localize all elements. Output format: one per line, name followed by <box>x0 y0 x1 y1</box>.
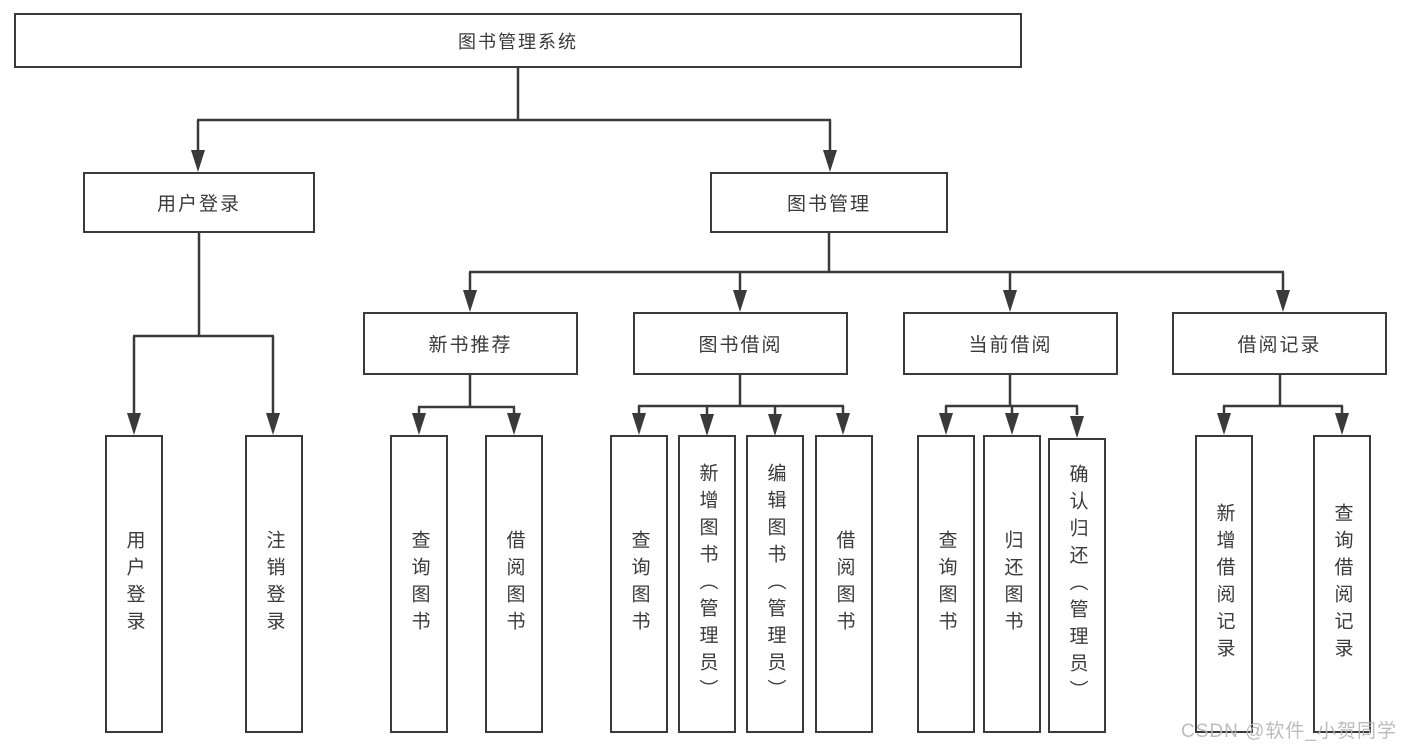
leaf-query-books-current: 查询图书 <box>917 435 975 733</box>
node-label: 新增图书（管理员） <box>696 462 718 706</box>
csdn-watermark: CSDN @软件_小贺同学 <box>1181 721 1397 742</box>
leaf-return-book: 归还图书 <box>983 435 1041 733</box>
leaf-borrow-books-recommend: 借阅图书 <box>485 435 543 733</box>
node-book-borrow: 图书借阅 <box>633 312 848 375</box>
leaf-add-book-admin: 新增图书（管理员） <box>678 435 736 733</box>
leaf-logout: 注销登录 <box>245 435 303 733</box>
node-label: 新增借阅记录 <box>1213 503 1235 665</box>
leaf-add-borrow-record: 新增借阅记录 <box>1195 435 1253 733</box>
node-label: 查询借阅记录 <box>1331 503 1353 665</box>
node-label: 注销登录 <box>263 530 285 638</box>
node-label: 借阅图书 <box>503 530 525 638</box>
leaf-edit-book-admin: 编辑图书（管理员） <box>746 435 804 733</box>
node-label: 查询图书 <box>935 530 957 638</box>
leaf-query-books-recommend: 查询图书 <box>390 435 448 733</box>
node-label: 归还图书 <box>1001 530 1023 638</box>
node-label: 当前借阅 <box>968 335 1053 356</box>
node-label: 图书管理系统 <box>458 31 578 52</box>
node-book-management: 图书管理 <box>710 172 948 233</box>
node-root-system: 图书管理系统 <box>14 13 1022 68</box>
node-label: 用户登录 <box>156 194 241 215</box>
leaf-borrow-books: 借阅图书 <box>815 435 873 733</box>
node-label: 借阅图书 <box>833 530 855 638</box>
node-label: 查询图书 <box>628 530 650 638</box>
node-label: 用户登录 <box>123 530 145 638</box>
node-label: 确认归还（管理员） <box>1066 464 1088 707</box>
node-label: 借阅记录 <box>1237 335 1322 356</box>
node-new-book-recommend: 新书推荐 <box>363 312 578 375</box>
node-user-login: 用户登录 <box>83 172 315 233</box>
leaf-confirm-return-admin: 确认归还（管理员） <box>1048 438 1106 733</box>
leaf-user-login: 用户登录 <box>105 435 163 733</box>
node-borrow-records: 借阅记录 <box>1172 312 1387 375</box>
node-label: 图书借阅 <box>698 335 783 356</box>
node-label: 图书管理 <box>786 194 871 215</box>
node-label: 查询图书 <box>408 530 430 638</box>
leaf-query-books-borrow: 查询图书 <box>610 435 668 733</box>
leaf-query-borrow-record: 查询借阅记录 <box>1313 435 1371 733</box>
node-current-borrow: 当前借阅 <box>903 312 1118 375</box>
node-label: 编辑图书（管理员） <box>764 462 786 706</box>
node-label: 新书推荐 <box>428 335 513 356</box>
